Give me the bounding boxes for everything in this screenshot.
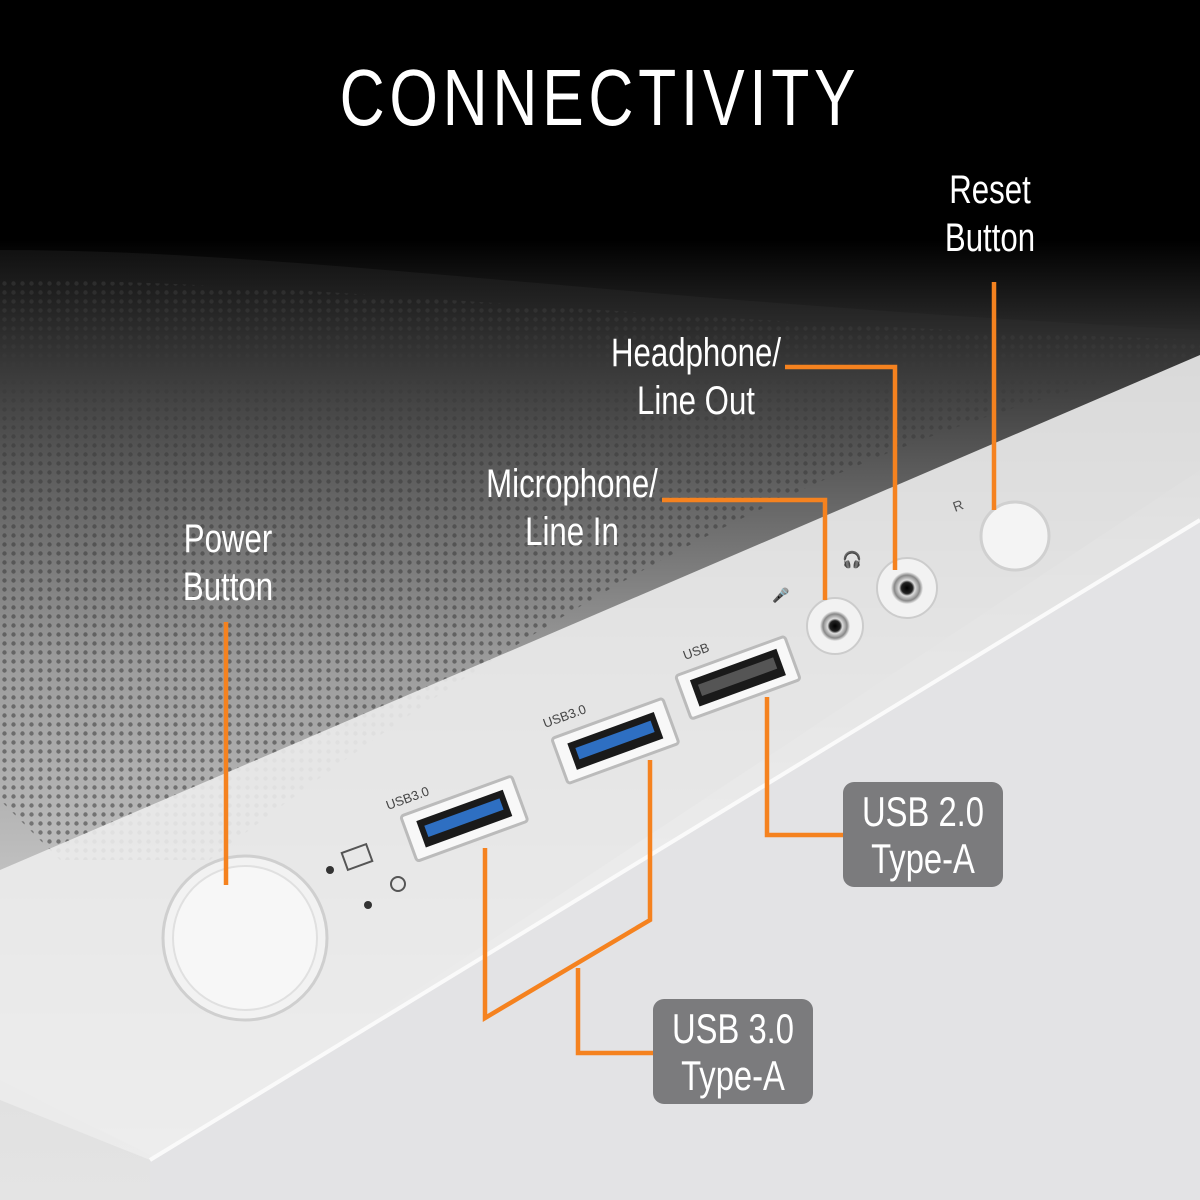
power-led-icon [364, 901, 372, 909]
lightbulb-icon [390, 876, 406, 892]
callout-lines [223, 282, 997, 1056]
microphone-callout-line [662, 497, 828, 600]
drive-icon [340, 842, 374, 872]
reset-label-line2: Button [944, 216, 1036, 260]
headphone-icon: 🎧 [842, 550, 862, 569]
usb3-callout-box: USB 3.0 Type-A [653, 999, 813, 1104]
usb2-label-line1: USB 2.0 [861, 788, 984, 835]
reset-label-line1: Reset [949, 168, 1031, 212]
microphone-jack[interactable] [820, 611, 850, 641]
headphone-label-line2: Line Out [637, 379, 755, 423]
mesh-grille [0, 280, 1200, 860]
usb2-callout-line [764, 697, 845, 838]
microphone-label-line1: Microphone/ [486, 462, 658, 506]
reset-button[interactable] [979, 500, 1051, 572]
page-title: CONNECTIVITY [339, 53, 861, 142]
headphone-callout-line [785, 364, 898, 570]
microphone-icon: 🎤 [772, 586, 790, 604]
case-side [150, 520, 1200, 1200]
power-label: Power Button [150, 515, 306, 611]
usb3-label-line2: Type-A [681, 1052, 785, 1100]
usb2-label-line2: Type-A [871, 835, 975, 883]
hdd-led-icon [326, 866, 334, 874]
power-label-line1: Power [183, 517, 273, 561]
microphone-label: Microphone/ Line In [471, 460, 674, 556]
usb3-port-1[interactable] [399, 775, 529, 862]
usb3-port-2[interactable] [551, 697, 680, 785]
headphone-label-line1: Headphone/ [610, 331, 782, 375]
usb2-port[interactable] [674, 635, 801, 720]
usb3-label-line1: USB 3.0 [671, 1005, 794, 1052]
power-label-line2: Button [182, 565, 274, 609]
microphone-label-line2: Line In [525, 510, 619, 554]
reset-label: Reset Button [912, 166, 1068, 262]
usb3-callout-line [482, 760, 653, 1022]
headphone-jack[interactable] [891, 572, 923, 604]
usb3-callout-branch [575, 968, 655, 1056]
usb2-callout-box: USB 2.0 Type-A [843, 782, 1003, 887]
headphone-label: Headphone/ Line Out [595, 329, 798, 425]
